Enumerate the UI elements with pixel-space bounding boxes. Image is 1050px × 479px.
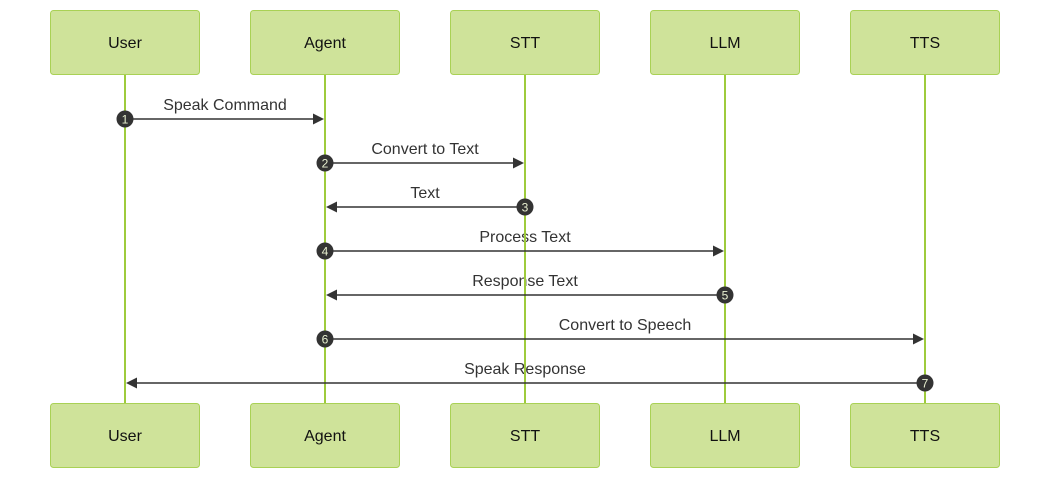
actor-label: User bbox=[108, 35, 142, 52]
sequence-number: 5 bbox=[722, 289, 729, 303]
messages: 1 2 3 4 5 6 7 bbox=[116, 110, 934, 392]
arrowhead-icon bbox=[313, 113, 324, 125]
actor-agent-bottom[interactable]: Agent bbox=[250, 403, 400, 468]
badge-circle bbox=[916, 374, 934, 392]
actor-label: TTS bbox=[910, 35, 940, 52]
sequence-number-badge: 7 bbox=[916, 374, 934, 392]
sequence-number: 6 bbox=[322, 333, 329, 347]
actor-llm-top[interactable]: LLM bbox=[650, 10, 800, 75]
actor-agent-top[interactable]: Agent bbox=[250, 10, 400, 75]
sequence-number: 3 bbox=[522, 201, 529, 215]
message-5[interactable]: 5 bbox=[326, 286, 734, 304]
actor-label: User bbox=[108, 428, 142, 445]
actor-box bbox=[850, 403, 1000, 468]
message-2[interactable]: 2 bbox=[316, 154, 525, 172]
badge-circle bbox=[316, 242, 334, 260]
actor-box bbox=[650, 10, 800, 75]
actor-label: Agent bbox=[304, 35, 346, 52]
message-1[interactable]: 1 bbox=[116, 110, 325, 128]
sequence-number-badge: 2 bbox=[316, 154, 334, 172]
message-label: Convert to Speech bbox=[559, 317, 692, 334]
message-3[interactable]: 3 bbox=[326, 198, 534, 216]
actor-stt-top[interactable]: STT bbox=[450, 10, 600, 75]
actor-label: LLM bbox=[709, 35, 740, 52]
arrowhead-icon bbox=[713, 245, 724, 257]
badge-circle bbox=[516, 198, 534, 216]
actor-box bbox=[450, 10, 600, 75]
actor-box bbox=[850, 10, 1000, 75]
arrowhead-icon bbox=[126, 377, 137, 389]
actor-tts-bottom[interactable]: TTS bbox=[850, 403, 1000, 468]
arrowhead-icon bbox=[326, 201, 337, 213]
actor-box bbox=[250, 403, 400, 468]
actor-label: Agent bbox=[304, 428, 346, 445]
sequence-number: 4 bbox=[322, 245, 329, 259]
message-6[interactable]: 6 bbox=[316, 330, 925, 348]
sequence-number-badge: 6 bbox=[316, 330, 334, 348]
actor-llm-bottom[interactable]: LLM bbox=[650, 403, 800, 468]
actor-box bbox=[50, 403, 200, 468]
actor-label: STT bbox=[510, 35, 540, 52]
badge-circle bbox=[316, 154, 334, 172]
actor-tts-top[interactable]: TTS bbox=[850, 10, 1000, 75]
sequence-number-badge: 4 bbox=[316, 242, 334, 260]
sequence-number: 2 bbox=[322, 157, 329, 171]
actor-box bbox=[50, 10, 200, 75]
message-7[interactable]: 7 bbox=[126, 374, 934, 392]
badge-circle bbox=[116, 110, 134, 128]
actor-user-bottom[interactable]: User bbox=[50, 403, 200, 468]
arrowhead-icon bbox=[326, 289, 337, 301]
message-label: Text bbox=[410, 185, 440, 202]
message-4[interactable]: 4 bbox=[316, 242, 725, 260]
sequence-number: 7 bbox=[922, 377, 929, 391]
arrowhead-icon bbox=[913, 333, 924, 345]
badge-circle bbox=[716, 286, 734, 304]
sequence-number: 1 bbox=[122, 113, 129, 127]
message-label: Speak Command bbox=[163, 97, 287, 114]
actor-box bbox=[250, 10, 400, 75]
sequence-number-badge: 5 bbox=[716, 286, 734, 304]
actor-user-top[interactable]: User bbox=[50, 10, 200, 75]
actor-box bbox=[450, 403, 600, 468]
lifelines-overlay bbox=[124, 75, 926, 403]
actor-box bbox=[650, 403, 800, 468]
message-label: Convert to Text bbox=[371, 141, 479, 158]
badge-circle bbox=[316, 330, 334, 348]
sequence-number-badge: 3 bbox=[516, 198, 534, 216]
sequence-number-badge: 1 bbox=[116, 110, 134, 128]
actor-label: LLM bbox=[709, 428, 740, 445]
arrowhead-icon bbox=[513, 157, 524, 169]
actor-stt-bottom[interactable]: STT bbox=[450, 403, 600, 468]
actor-label: STT bbox=[510, 428, 540, 445]
actor-label: TTS bbox=[910, 428, 940, 445]
